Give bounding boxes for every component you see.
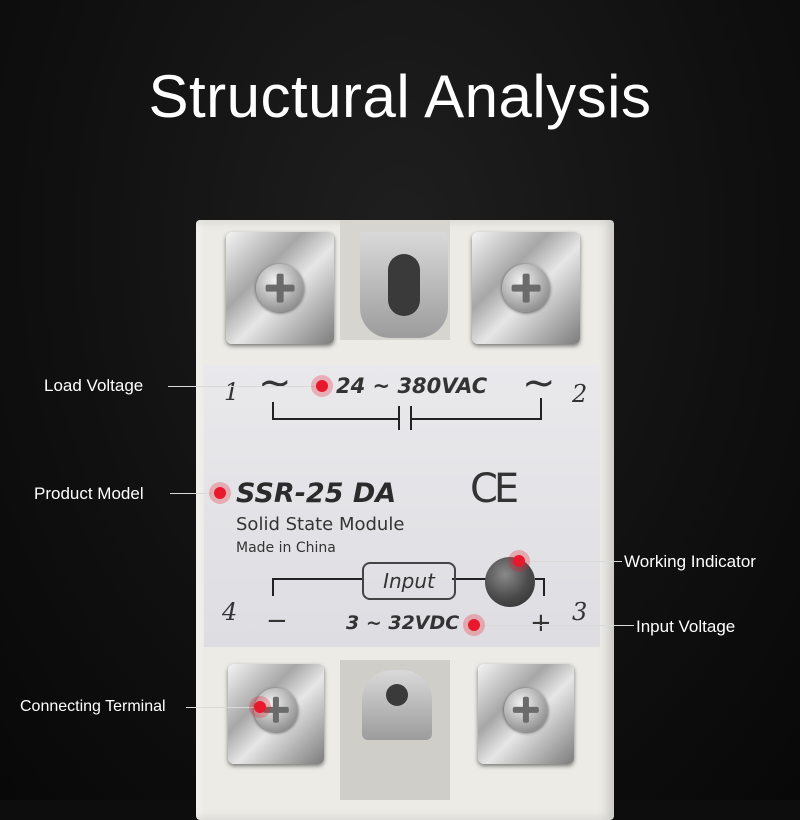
pin-2-label: 2 — [572, 380, 588, 408]
mounting-slot — [388, 254, 420, 316]
callout-working-indicator: Working Indicator — [624, 552, 756, 571]
input-line-right-vertical — [543, 578, 545, 596]
terminal-3[interactable] — [478, 664, 574, 764]
callout-line-input-voltage — [478, 625, 634, 626]
screw-icon — [504, 688, 548, 732]
input-label: Input — [362, 562, 456, 600]
load-voltage-range: 24 ~ 380VAC — [336, 374, 488, 398]
callout-input-voltage: Input Voltage — [636, 617, 736, 636]
callout-connecting-terminal: Connecting Terminal — [20, 698, 166, 715]
terminal-4[interactable] — [228, 664, 324, 764]
plus-symbol: + — [530, 608, 552, 638]
screw-icon — [502, 264, 550, 312]
page-title: Structural Analysis — [148, 63, 652, 130]
load-line-left-vertical — [272, 402, 274, 420]
ac-symbol-left: ~ — [258, 360, 292, 406]
marker-load-voltage — [316, 380, 328, 392]
screw-icon — [256, 264, 304, 312]
input-line-far-right — [535, 578, 545, 580]
marker-working-indicator — [513, 555, 525, 567]
ce-mark: CE — [470, 466, 519, 512]
callout-line-load-voltage — [168, 386, 318, 387]
callout-load-voltage: Load Voltage — [44, 376, 144, 395]
pin-1-label: 1 — [224, 378, 240, 406]
top-mounting-bracket — [360, 232, 448, 338]
callout-line-product-model — [170, 493, 216, 494]
terminal-1[interactable] — [226, 232, 334, 344]
callout-product-model: Product Model — [34, 484, 144, 503]
working-indicator-led — [485, 557, 535, 607]
product-origin: Made in China — [236, 540, 336, 556]
input-voltage-range: 3 ~ 32VDC — [346, 612, 460, 634]
pin-4-label: 4 — [222, 598, 238, 626]
marker-input-voltage — [468, 619, 480, 631]
marker-connecting-terminal — [254, 701, 266, 713]
load-line-left — [272, 418, 398, 420]
mounting-hole — [386, 684, 408, 706]
input-line-left-vertical — [272, 578, 274, 596]
load-line-right — [410, 418, 542, 420]
product-subtitle: Solid State Module — [236, 514, 405, 535]
marker-product-model — [214, 487, 226, 499]
callout-line-connecting-terminal — [186, 707, 256, 708]
input-line-right — [452, 578, 486, 580]
minus-symbol: − — [266, 606, 288, 636]
load-line-right-vertical — [540, 398, 542, 420]
input-line-left — [272, 578, 362, 580]
pin-3-label: 3 — [572, 598, 588, 626]
load-contact-left — [398, 406, 400, 430]
ac-symbol-right: ~ — [522, 360, 556, 406]
callout-line-working-indicator — [524, 561, 622, 562]
terminal-2[interactable] — [472, 232, 580, 344]
bottom-mounting-bracket — [362, 670, 432, 740]
product-model: SSR-25 DA — [236, 478, 397, 509]
label-panel — [204, 365, 600, 647]
